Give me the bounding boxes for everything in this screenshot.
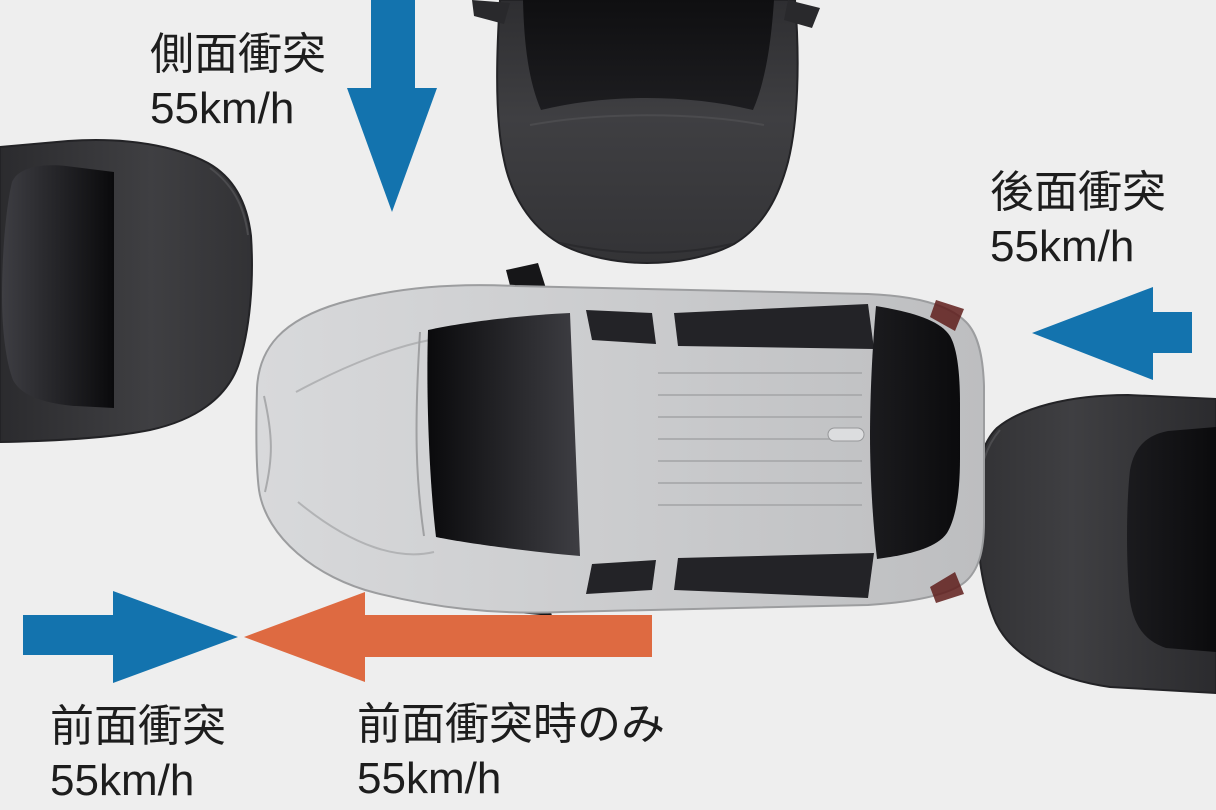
front-impact-only-speed: 55km/h xyxy=(357,754,502,803)
incoming-car-left xyxy=(0,139,253,444)
side-impact-speed: 55km/h xyxy=(150,84,295,133)
test-vehicle-top-view xyxy=(255,263,985,616)
front-impact-only-arrow-icon xyxy=(244,592,652,682)
incoming-car-top xyxy=(472,0,820,265)
front-impact-only-title: 前面衝突時のみ xyxy=(357,700,665,749)
taillight xyxy=(930,572,964,603)
front-impact-arrow-icon xyxy=(23,591,238,683)
roof-ridges xyxy=(658,372,862,506)
rear-impact-title: 後面衝突 xyxy=(990,168,1166,217)
side-window xyxy=(586,310,656,344)
tailgate-handle xyxy=(827,427,865,442)
side-window xyxy=(674,304,874,349)
mirror-icon xyxy=(472,0,510,24)
front-impact-speed: 55km/h xyxy=(50,756,195,805)
mirror-icon xyxy=(784,0,820,28)
front-impact-only-label: 前面衝突時のみ 55km/h xyxy=(357,698,665,806)
front-impact-label: 前面衝突 55km/h xyxy=(50,700,226,808)
impact-arrows xyxy=(23,0,1192,683)
windshield xyxy=(427,313,580,556)
taillight xyxy=(930,300,964,331)
rear-impact-label: 後面衝突 55km/h xyxy=(990,166,1166,274)
rear-impact-speed: 55km/h xyxy=(990,222,1135,271)
front-impact-title: 前面衝突 xyxy=(50,702,226,751)
side-window xyxy=(586,560,656,594)
side-window xyxy=(674,553,874,598)
rear-window xyxy=(870,306,960,559)
side-impact-title: 側面衝突 xyxy=(150,30,326,79)
side-impact-arrow-icon xyxy=(347,0,437,212)
side-impact-label: 側面衝突 55km/h xyxy=(150,28,326,136)
rear-impact-arrow-icon xyxy=(1032,287,1192,380)
incoming-car-right xyxy=(974,393,1216,695)
